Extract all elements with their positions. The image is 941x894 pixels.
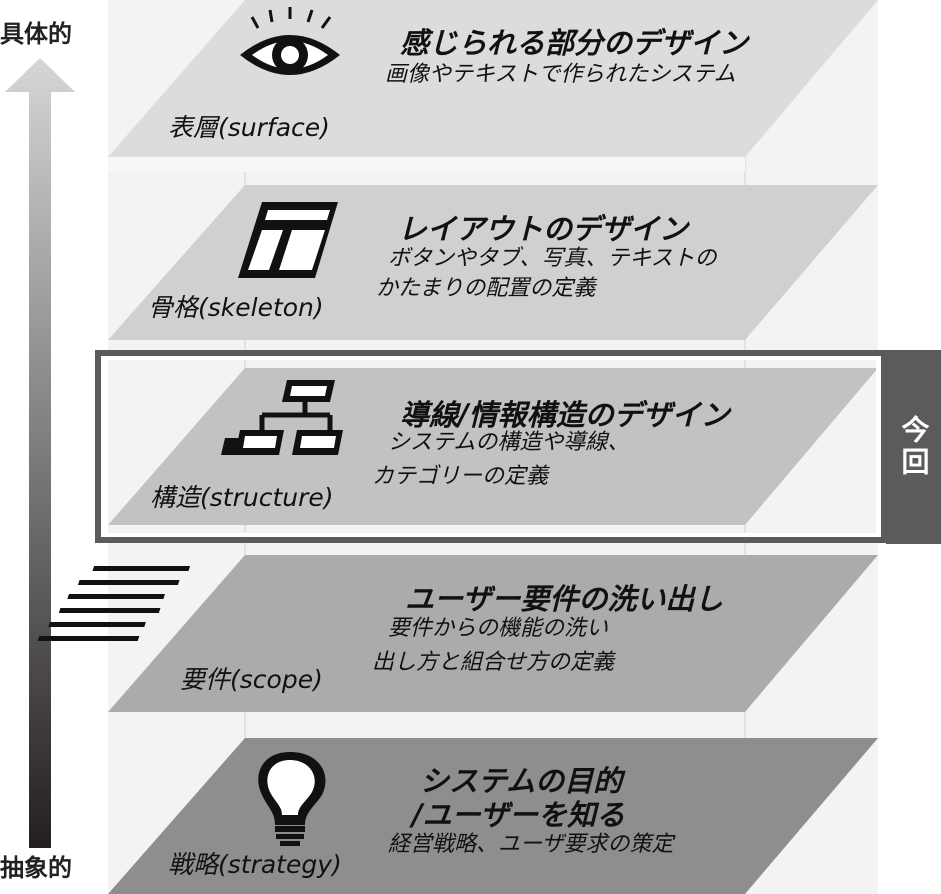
eye-icon xyxy=(240,7,340,75)
layer-name: 構造(structure) xyxy=(150,483,334,512)
layer-name: 要件(scope) xyxy=(180,665,323,694)
layer-plane-scope xyxy=(108,555,878,712)
lightbulb-icon xyxy=(258,752,326,846)
layer-desc: カテゴリーの定義 xyxy=(372,464,549,489)
list-icon xyxy=(37,566,191,641)
axis-bottom-label: 抽象的 xyxy=(0,854,72,882)
layer-desc: かたまりの配置の定義 xyxy=(376,276,596,301)
layer-name: 戦略(strategy) xyxy=(168,850,342,879)
hierarchy-icon xyxy=(221,380,343,455)
layer-name: 表層(surface) xyxy=(168,113,330,142)
layer-desc: システムの構造や導線、 xyxy=(388,430,630,455)
layer-desc: 画像やテキストで作られたシステム xyxy=(385,62,736,87)
current-layer-marker: 今回 xyxy=(886,350,941,544)
layer-desc: 出し方と組合せ方の定義 xyxy=(372,650,615,675)
layout-icon xyxy=(238,202,338,278)
layer-heading: システムの目的 xyxy=(420,764,623,798)
layer-heading: 導線/情報構造のデザイン xyxy=(400,398,730,432)
current-layer-frame xyxy=(95,350,887,543)
layer-heading: ユーザー要件の洗い出し xyxy=(405,582,724,616)
layer-heading: 感じられる部分のデザイン xyxy=(400,26,749,60)
layer-heading-line2: /ユーザーを知る xyxy=(412,798,626,832)
abstraction-arrow xyxy=(5,58,75,848)
current-layer-marker-label: 今回 xyxy=(897,415,931,479)
layer-name: 骨格(skeleton) xyxy=(148,293,324,322)
layer-desc: 要件からの機能の洗い xyxy=(388,616,609,641)
layer-heading: レイアウトのデザイン xyxy=(398,212,689,246)
layer-desc: 経営戦略、ユーザ要求の策定 xyxy=(388,832,674,857)
layer-desc: ボタンやタブ、写真、テキストの xyxy=(388,246,717,271)
axis-top-label: 具体的 xyxy=(0,20,72,48)
layer-plane-structure xyxy=(108,368,878,525)
